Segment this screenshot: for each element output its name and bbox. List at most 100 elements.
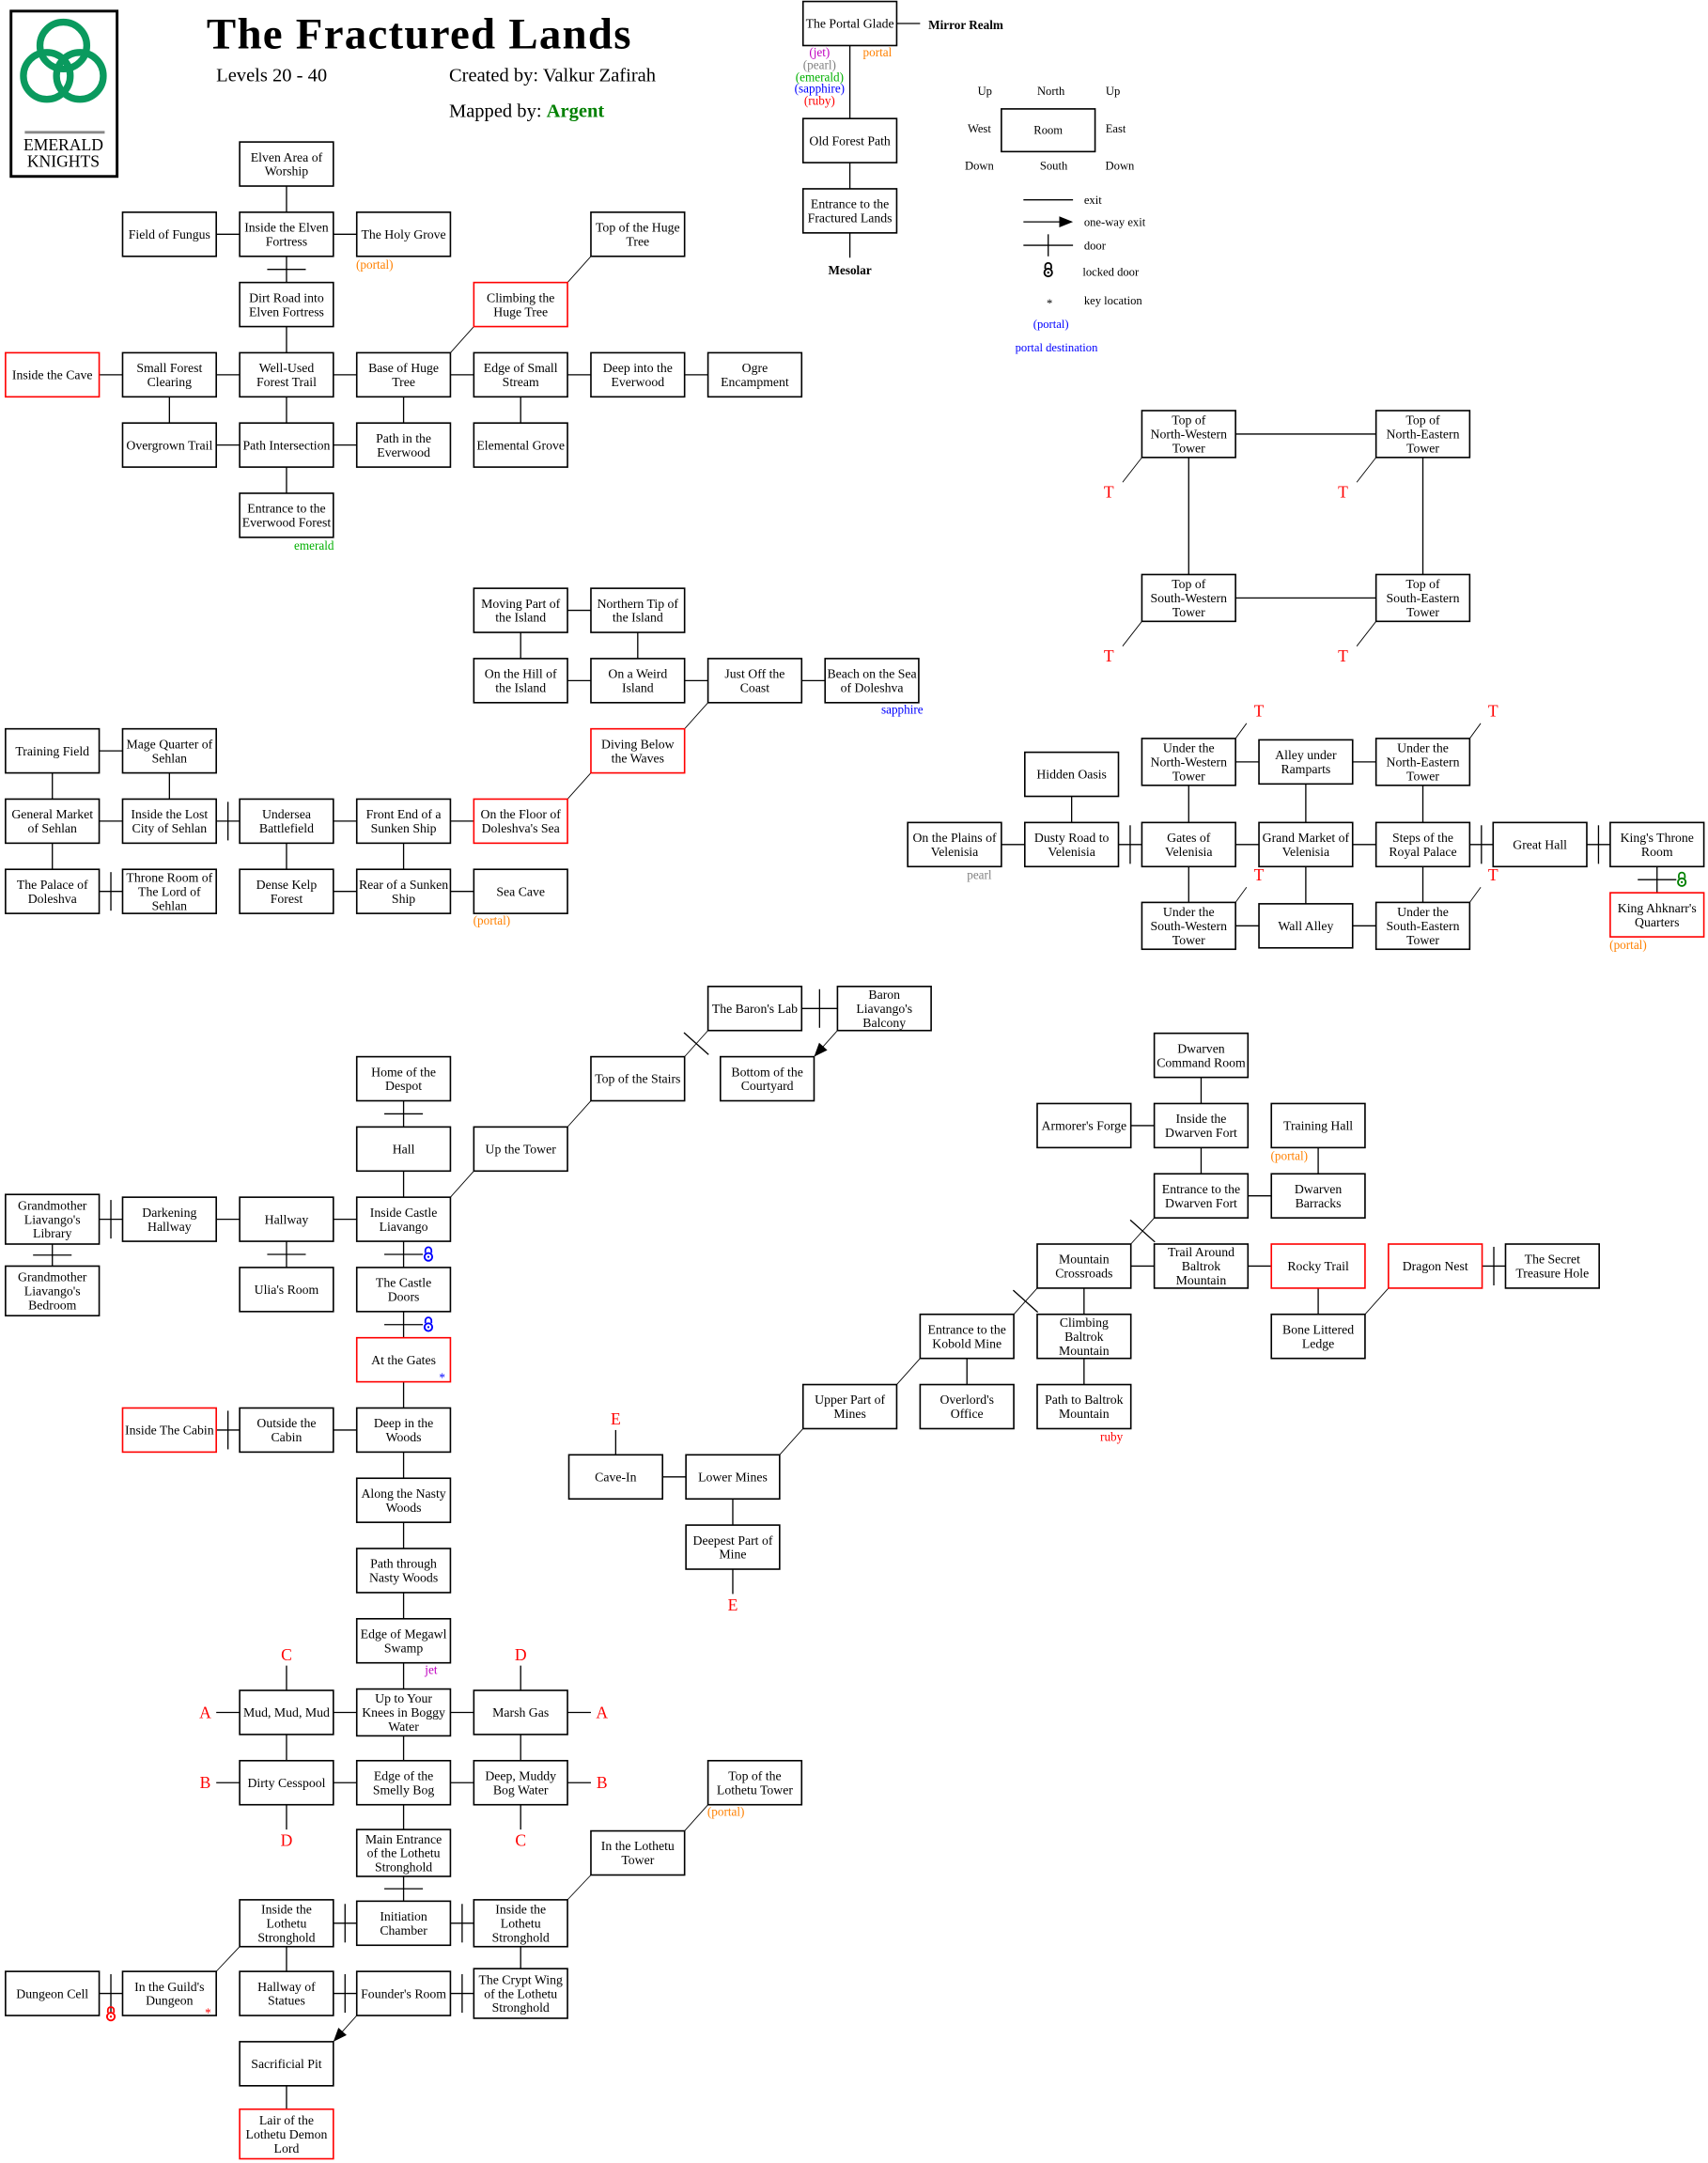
room-rocky[interactable]: Rocky Trail <box>1270 1243 1366 1289</box>
room-mud[interactable]: Mud, Mud, Mud <box>239 1689 334 1735</box>
room-at-gates[interactable]: At the Gates <box>355 1336 452 1383</box>
room-cave-in[interactable]: Cave-In <box>567 1454 664 1501</box>
room-portal-glade[interactable]: The Portal Glade <box>801 0 898 47</box>
room-inside-cave[interactable]: Inside the Cave <box>5 351 101 398</box>
room-hall[interactable]: Hall <box>355 1126 452 1173</box>
room-baron-lab[interactable]: The Baron's Lab <box>706 986 803 1032</box>
room-dirty[interactable]: Dirty Cesspool <box>239 1759 334 1806</box>
room-old-forest[interactable]: Old Forest Path <box>801 117 898 163</box>
room-dungeon-cell[interactable]: Dungeon Cell <box>5 1970 101 2016</box>
room-founders[interactable]: Founder's Room <box>355 1970 452 2016</box>
room-great-hall[interactable]: Great Hall <box>1492 821 1588 868</box>
room-wall-alley[interactable]: Wall Alley <box>1258 903 1354 949</box>
room-hallway[interactable]: Hallway <box>239 1196 334 1242</box>
room-overgrown[interactable]: Overgrown Trail <box>121 422 217 468</box>
room-armorers[interactable]: Armorer's Forge <box>1036 1102 1132 1149</box>
room-oasis[interactable]: Hidden Oasis <box>1023 751 1120 798</box>
room-dragon[interactable]: Dragon Nest <box>1388 1243 1483 1289</box>
room-training-hall[interactable]: Training Hall <box>1270 1102 1366 1149</box>
room-inside-cabin[interactable]: Inside The Cabin <box>121 1407 217 1454</box>
room-field-fungus[interactable]: Field of Fungus <box>121 211 217 257</box>
room-sea-cave[interactable]: Sea Cave <box>473 868 568 914</box>
room-path-int[interactable]: Path Intersection <box>239 422 334 468</box>
room-up-tower[interactable]: Up the Tower <box>473 1126 568 1173</box>
room-lower-mines[interactable]: Lower Mines <box>685 1454 781 1501</box>
room-ulias[interactable]: Ulia's Room <box>239 1267 334 1313</box>
room-marsh[interactable]: Marsh Gas <box>473 1689 568 1735</box>
